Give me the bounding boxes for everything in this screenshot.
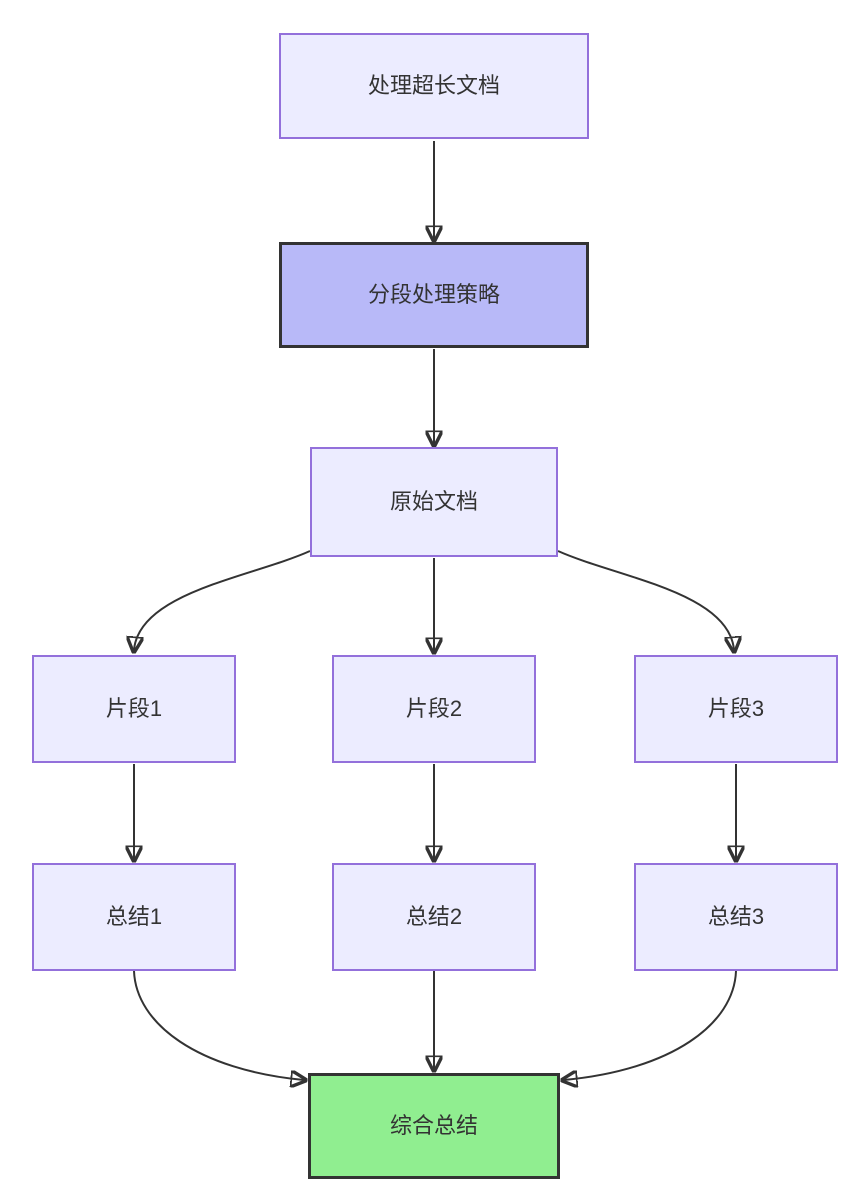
node-summary-2-label: 总结2: [405, 903, 463, 929]
node-summary-1-label: 总结1: [105, 903, 163, 929]
edge-original-to-fragment3: [557, 550, 734, 650]
node-fragment-3: 片段3: [634, 655, 838, 763]
node-final-summary: 综合总结: [308, 1073, 560, 1179]
node-summary-1: 总结1: [32, 863, 236, 971]
node-final-summary-label: 综合总结: [389, 1112, 478, 1138]
node-summary-2: 总结2: [332, 863, 536, 971]
edge-summary3-to-final: [564, 970, 737, 1080]
node-original-document: 原始文档: [310, 447, 558, 557]
node-process-long-doc: 处理超长文档: [279, 33, 589, 139]
node-segmentation-strategy: 分段处理策略: [279, 242, 589, 348]
edge-summary1-to-final: [133, 970, 304, 1080]
node-summary-3-label: 总结3: [707, 903, 765, 929]
node-fragment-1-label: 片段1: [105, 695, 163, 721]
node-original-document-label: 原始文档: [389, 488, 478, 514]
node-fragment-2: 片段2: [332, 655, 536, 763]
node-summary-3: 总结3: [634, 863, 838, 971]
node-fragment-1: 片段1: [32, 655, 236, 763]
edge-original-to-fragment1: [134, 550, 311, 650]
node-segmentation-strategy-label: 分段处理策略: [367, 281, 500, 307]
node-fragment-3-label: 片段3: [707, 695, 765, 721]
node-process-long-doc-label: 处理超长文档: [367, 72, 500, 98]
node-fragment-2-label: 片段2: [405, 695, 463, 721]
